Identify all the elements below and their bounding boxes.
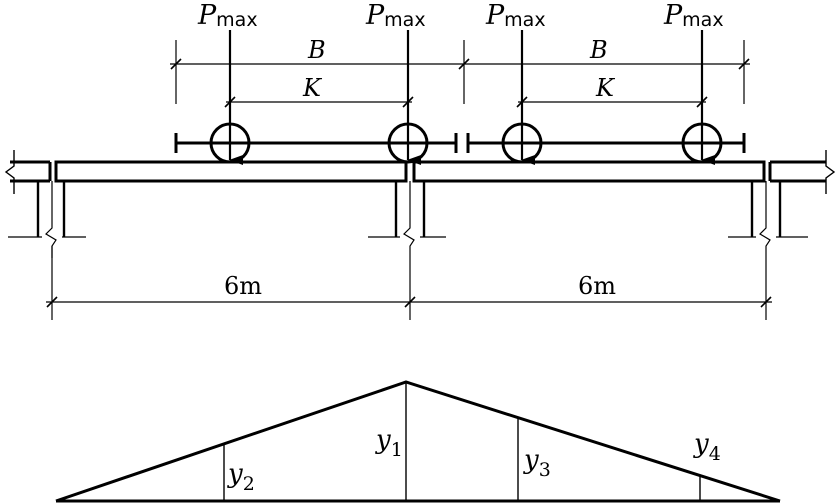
- load-label-4: Pmax: [663, 0, 724, 31]
- load-label-1: Pmax: [197, 0, 258, 31]
- span-right-label: 6m: [578, 272, 616, 300]
- column-left: [8, 181, 86, 258]
- dimension-k-label-left: K: [302, 74, 323, 102]
- dimension-k-label-right: K: [595, 74, 616, 102]
- beam-left: [54, 160, 408, 183]
- crane-axles: [174, 133, 746, 153]
- beam-right: [412, 160, 766, 183]
- ordinate-y1-label: y1: [375, 425, 403, 461]
- load-arrows: [228, 30, 715, 165]
- crane-beams: [4, 150, 836, 194]
- influence-triangle: [55, 380, 781, 503]
- ordinate-y4-label: y4: [693, 429, 721, 465]
- dimension-b: [170, 40, 750, 104]
- load-labels: Pmax Pmax Pmax Pmax: [197, 0, 724, 31]
- influence-line: [55, 380, 781, 503]
- load-label-2: Pmax: [365, 0, 426, 31]
- ordinate-y2-label: y2: [227, 459, 255, 495]
- column-right: [728, 181, 808, 320]
- load-label-3: Pmax: [485, 0, 546, 31]
- wheel-2: [387, 122, 429, 164]
- dimension-b-label-left: B: [307, 36, 326, 64]
- dimension-k: [224, 96, 708, 108]
- ordinate-y3-label: y3: [523, 445, 551, 481]
- columns: [8, 181, 808, 320]
- span-dimension: [46, 246, 772, 320]
- dimension-b-label-right: B: [589, 36, 608, 64]
- column-middle: [368, 181, 446, 320]
- span-left-label: 6m: [224, 272, 262, 300]
